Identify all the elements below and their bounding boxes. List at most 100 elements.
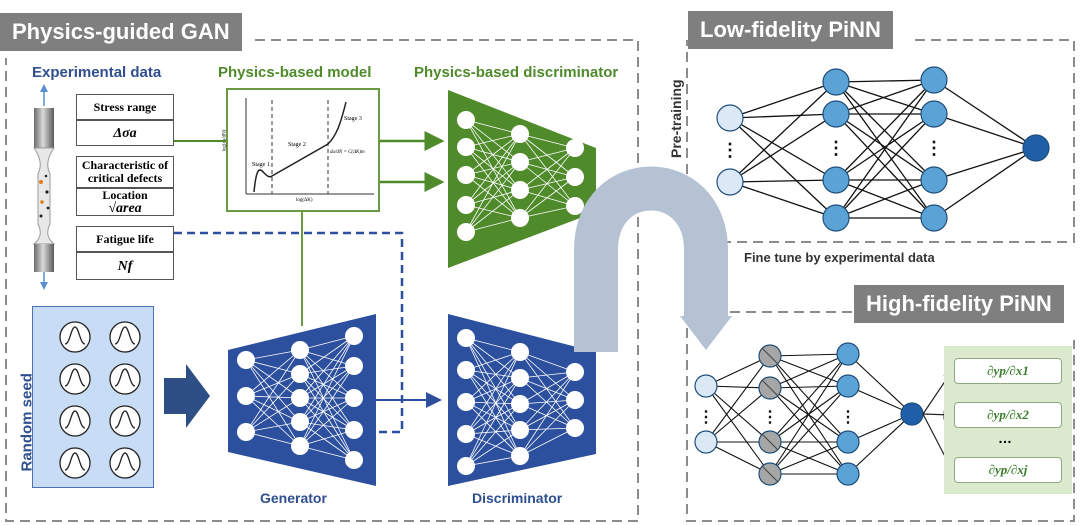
- network-node: [566, 168, 584, 186]
- network-node: [511, 369, 529, 387]
- network-node: [836, 430, 860, 454]
- stress-range-cell: Stress range: [76, 94, 174, 120]
- network-node: [566, 363, 584, 381]
- network-node: [694, 430, 718, 454]
- gaussian-curve: [64, 368, 86, 387]
- network-node: [457, 223, 475, 241]
- network-node: [716, 168, 744, 196]
- gaussian-icon: [59, 321, 91, 353]
- stage1-label: Stage 1: [252, 162, 270, 168]
- network-node: [345, 451, 363, 469]
- gradient-dots: …: [998, 430, 1012, 446]
- network-node: [900, 402, 924, 426]
- network-node: [694, 374, 718, 398]
- low-fidelity-title: Low-fidelity PiNN: [688, 11, 893, 49]
- network-node: [511, 125, 529, 143]
- dropout-mark: [761, 465, 779, 483]
- discriminator-label: Discriminator: [472, 490, 563, 506]
- gan-title: Physics-guided GAN: [0, 13, 242, 51]
- discriminator-net: [457, 329, 584, 475]
- network-node: [345, 421, 363, 439]
- network-node: [291, 341, 309, 359]
- network-node: [345, 357, 363, 375]
- network-node: [511, 421, 529, 439]
- ellipsis-glyph: ⋮: [925, 138, 943, 158]
- network-node: [920, 166, 948, 194]
- network-node: [920, 66, 948, 94]
- location-cell: Location √area: [76, 188, 174, 216]
- network-node: [836, 374, 860, 398]
- crack-growth-curve: [245, 98, 374, 195]
- specimen-illustration: [32, 84, 56, 290]
- gaussian-curve: [64, 410, 86, 429]
- fine-tune-label: Fine tune by experimental data: [744, 250, 935, 265]
- network-node: [822, 166, 850, 194]
- gaussian-icon: [59, 405, 91, 437]
- high-fidelity-net: ⋮⋮⋮: [694, 342, 954, 486]
- gaussian-icon: [109, 321, 141, 353]
- generator-label: Generator: [260, 490, 327, 506]
- fatigue-life-cell: Fatigue life: [76, 226, 174, 252]
- gaussian-curve: [114, 368, 136, 387]
- gradient-output-2: ∂yp/∂x2: [954, 402, 1062, 428]
- gaussian-icon: [109, 363, 141, 395]
- network-node: [511, 447, 529, 465]
- low-fidelity-frame: [686, 39, 1075, 243]
- gaussian-icon: [109, 405, 141, 437]
- gradient-output-1: ∂yp/∂x1: [954, 358, 1062, 384]
- defects-line1: Characteristic of: [81, 158, 169, 172]
- pretraining-label: Pre-training: [668, 79, 684, 158]
- network-node: [566, 197, 584, 215]
- network-node: [511, 209, 529, 227]
- network-node: [457, 457, 475, 475]
- gaussian-curve: [64, 326, 86, 345]
- stage3-label: Stage 3: [344, 116, 362, 122]
- dropout-mark: [761, 379, 779, 397]
- network-node: [457, 393, 475, 411]
- physics-discriminator-net: [457, 111, 584, 241]
- ellipsis-glyph: ⋮: [698, 409, 714, 426]
- network-node: [511, 153, 529, 171]
- paris-equation: da/dN = C(ΔK)m: [330, 150, 365, 155]
- network-node: [836, 462, 860, 486]
- gradient-output-3: ∂yp/∂xj: [954, 457, 1062, 483]
- network-node: [457, 166, 475, 184]
- gaussian-curve: [114, 326, 136, 345]
- defects-line2: critical defects: [87, 171, 163, 185]
- stage2-label: Stage 2: [288, 142, 306, 148]
- transfer-arrow-body: [574, 166, 728, 352]
- gan-frame: [5, 39, 639, 522]
- gaussian-curve: [114, 410, 136, 429]
- high-fidelity-title: High-fidelity PiNN: [854, 285, 1064, 323]
- ellipsis-glyph: ⋮: [840, 409, 856, 426]
- gaussian-curve: [64, 452, 86, 471]
- network-node: [345, 327, 363, 345]
- stress-symbol-cell: Δσa: [76, 120, 174, 146]
- area-symbol: √area: [108, 201, 142, 216]
- network-node: [291, 413, 309, 431]
- network-node: [237, 423, 255, 441]
- x-axis-label: log(ΔK): [296, 198, 313, 203]
- network-node: [920, 204, 948, 232]
- physics-model-heading: Physics-based model: [218, 64, 372, 81]
- network-node: [511, 343, 529, 361]
- gaussian-icon: [59, 447, 91, 479]
- ellipsis-glyph: ⋮: [827, 138, 845, 158]
- seed-distributions: [59, 321, 141, 479]
- network-node: [457, 196, 475, 214]
- fatigue-symbol-cell: Nf: [76, 252, 174, 280]
- network-node: [237, 387, 255, 405]
- location-label: Location: [102, 188, 148, 202]
- network-node: [566, 391, 584, 409]
- network-node: [566, 139, 584, 157]
- network-node: [511, 395, 529, 413]
- network-node: [511, 181, 529, 199]
- network-node: [457, 361, 475, 379]
- dropout-mark: [761, 433, 779, 451]
- network-node: [457, 138, 475, 156]
- network-node: [822, 68, 850, 96]
- fatigue-dashed-link: [174, 231, 404, 434]
- network-node: [1022, 134, 1050, 162]
- network-node: [457, 329, 475, 347]
- network-node: [716, 104, 744, 132]
